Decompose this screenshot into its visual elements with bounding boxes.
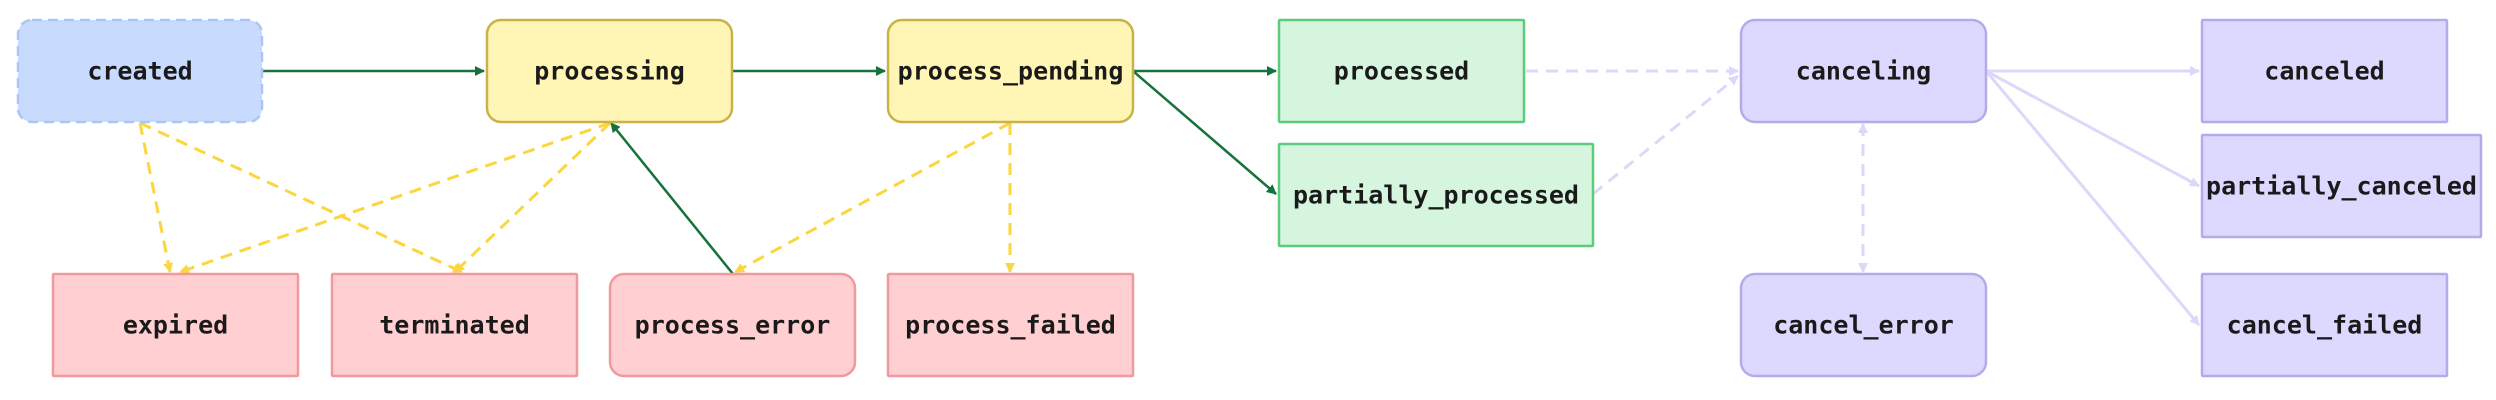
edge-canceling-to-partially-canceled [1985, 69, 2200, 188]
node-partially-canceled-box [2200, 133, 2483, 239]
node-process-pending[interactable]: process_pending [886, 18, 1135, 124]
edge-processing-to-terminated [453, 121, 612, 274]
node-cancel-failed[interactable]: cancel_failed [2200, 272, 2449, 378]
node-canceling-box [1739, 18, 1988, 124]
node-partially-canceled[interactable]: partially_canceled [2200, 133, 2483, 239]
node-processed[interactable]: processed [1277, 18, 1526, 124]
node-process-pending-box [886, 18, 1135, 124]
node-expired[interactable]: expired [51, 272, 300, 378]
node-created[interactable]: created [16, 18, 264, 124]
node-process-failed-label: process_failed [905, 311, 1116, 340]
edges-layer [138, 66, 2201, 326]
node-canceling[interactable]: canceling [1739, 18, 1988, 124]
node-processing[interactable]: processing [485, 18, 734, 124]
node-cancel-failed-label: cancel_failed [2227, 311, 2423, 340]
edge-processing-to-expired [179, 121, 611, 274]
edge-created-to-expired [138, 122, 174, 273]
node-partially-processed-label: partially_processed [1293, 181, 1579, 210]
edge-created-to-terminated [139, 121, 463, 274]
node-process-failed[interactable]: process_failed [886, 272, 1135, 378]
node-terminated[interactable]: terminated [330, 272, 579, 378]
node-processed-label: processed [1334, 57, 1469, 86]
node-terminated-label: terminated [379, 311, 530, 340]
node-process-pending-label: process_pending [898, 57, 1124, 86]
node-expired-label: expired [123, 311, 228, 340]
node-process-error[interactable]: process_error [608, 272, 857, 378]
node-canceled-label: canceled [2264, 57, 2384, 86]
edge-process-error-to-processing [610, 122, 734, 275]
nodes-layer: created processing process_pending proce… [16, 18, 2483, 378]
node-expired-box [51, 272, 300, 378]
node-processed-box [1277, 18, 1526, 124]
node-cancel-error[interactable]: cancel_error [1739, 272, 1988, 378]
node-partially-processed[interactable]: partially_processed [1277, 142, 1595, 248]
node-cancel-failed-box [2200, 272, 2449, 378]
edge-process-pending-to-partially-processed [1132, 70, 1277, 195]
node-processing-label: processing [534, 57, 685, 86]
node-created-label: created [87, 57, 192, 86]
node-cancel-error-box [1739, 272, 1988, 378]
node-terminated-box [330, 272, 579, 378]
node-cancel-error-label: cancel_error [1773, 311, 1954, 340]
edge-partially-processed-to-canceling [1592, 74, 1739, 196]
node-processing-box [485, 18, 734, 124]
node-partially-processed-box [1277, 142, 1595, 248]
node-canceling-label: canceling [1796, 57, 1931, 86]
node-partially-canceled-label: partially_canceled [2206, 172, 2477, 201]
node-created-box [16, 18, 264, 124]
node-canceled-box [2200, 18, 2449, 124]
edge-process-pending-to-process-error [734, 121, 1011, 274]
node-process-error-label: process_error [635, 311, 831, 340]
node-canceled[interactable]: canceled [2200, 18, 2449, 124]
node-process-error-box [608, 272, 857, 378]
edge-canceling-to-cancel-failed [1984, 70, 2201, 326]
node-process-failed-box [886, 272, 1135, 378]
